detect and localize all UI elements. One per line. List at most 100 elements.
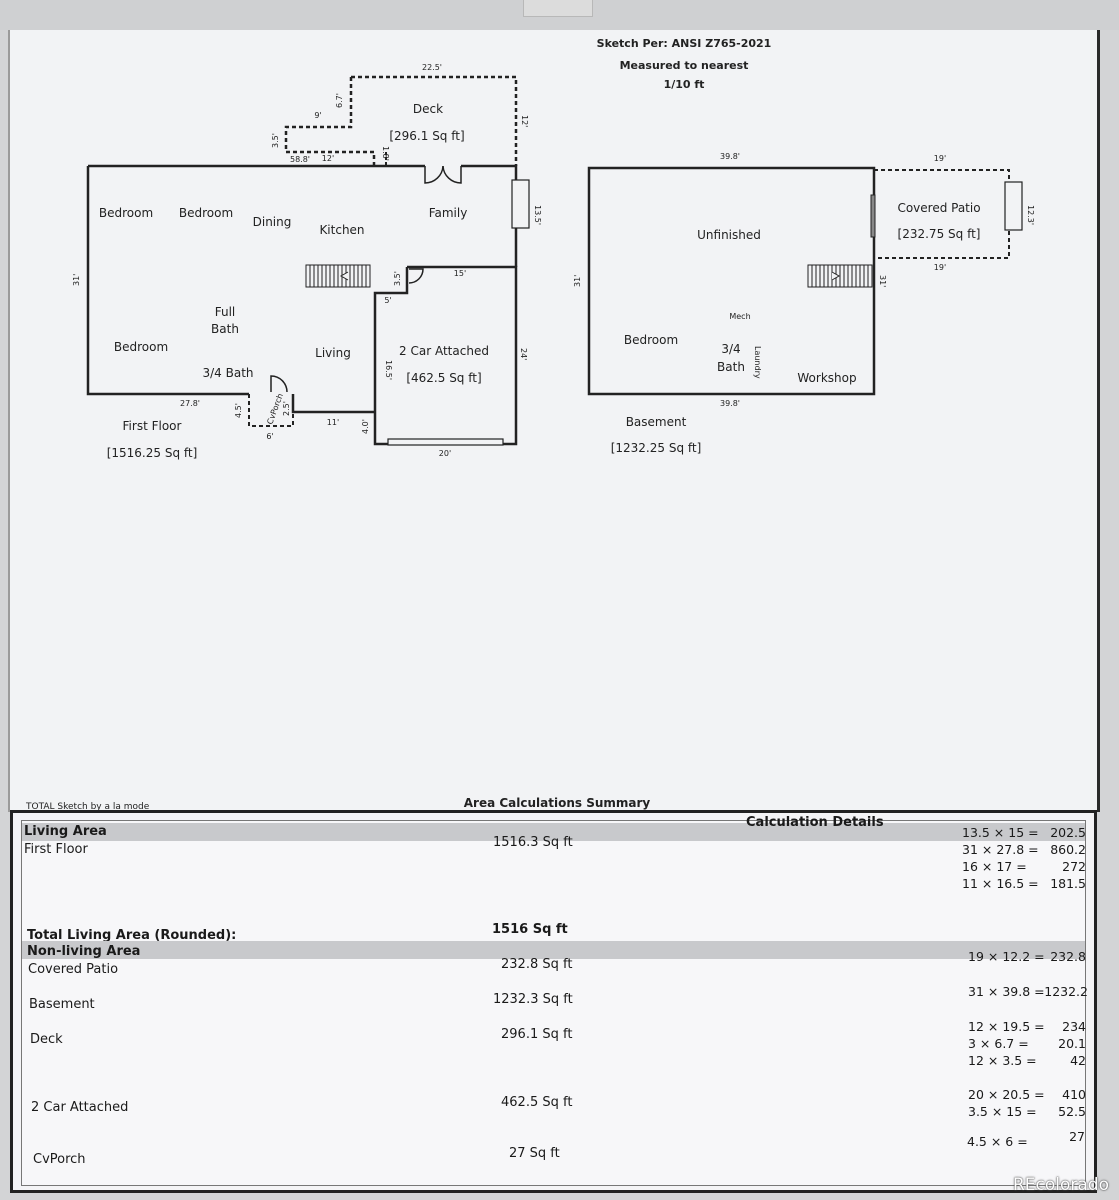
calc-row: 12 × 3.5 = 42 <box>968 1053 1086 1069</box>
dim-19-top: 19' <box>934 154 946 163</box>
dim-4-5: 4.5' <box>234 403 243 418</box>
calc-result: 20.1 <box>1058 1036 1086 1051</box>
calc-row: 3.5 × 15 = 52.5 <box>968 1104 1086 1120</box>
dim-12-3: 12.3' <box>1026 205 1035 225</box>
garage-door <box>387 438 504 446</box>
nonliving-area-band <box>22 941 1085 959</box>
calc-row: 20 × 20.5 = 410 <box>968 1087 1086 1103</box>
calc-result: 42 <box>1070 1053 1086 1068</box>
dim-13-5: 13.5' <box>533 205 542 225</box>
total-living-value: 1516 Sq ft <box>492 922 568 937</box>
fireplace <box>511 179 530 229</box>
calc-result: 234 <box>1062 1019 1086 1034</box>
nonliving-value-garage: 462.5 Sq ft <box>501 1095 573 1110</box>
nonliving-label-covered-patio: Covered Patio <box>28 962 119 977</box>
area-calculations-summary: Living Area Calculation Details First Fl… <box>10 810 1097 1193</box>
room-bedroom-a: Bedroom <box>99 206 153 220</box>
dim-4-0: 4.0' <box>361 419 370 434</box>
deck-outline-west <box>284 77 376 166</box>
dim-24: 24' <box>519 348 528 360</box>
calc-expr: 3.5 × 15 = <box>968 1104 1037 1119</box>
calc-result: 27 <box>1069 1129 1085 1144</box>
calc-row: 31 × 39.8 = 1232.2 <box>968 984 1088 1000</box>
dim-6-7: 6.7' <box>335 93 344 108</box>
dim-15: 15' <box>454 269 466 278</box>
header-line-1: Sketch Per: ANSI Z765-2021 <box>597 37 772 50</box>
calc-row: 16 × 17 = 272 <box>962 859 1086 875</box>
room-basement-bath-line1: 3/4 <box>721 342 740 356</box>
basement-area: [1232.25 Sq ft] <box>611 441 702 455</box>
first-floor-value: 1516.3 Sq ft <box>493 835 573 850</box>
room-family: Family <box>429 206 468 220</box>
nonliving-value-covered-patio: 232.8 Sq ft <box>501 957 573 972</box>
room-laundry: Laundry <box>753 346 762 379</box>
first-floor-area: [1516.25 Sq ft] <box>107 446 198 460</box>
porch-door-swing <box>270 375 288 393</box>
room-unfinished: Unfinished <box>697 228 761 242</box>
first-floor-name: First Floor <box>123 419 182 433</box>
calc-result: 52.5 <box>1058 1104 1086 1119</box>
calc-expr: 12 × 3.5 = <box>968 1053 1037 1068</box>
room-full-bath-line2: Bath <box>211 322 239 336</box>
calc-row: 13.5 × 15 = 202.5 <box>962 825 1086 841</box>
deck-outline <box>351 75 518 166</box>
nonliving-value-deck: 296.1 Sq ft <box>501 1027 573 1042</box>
nonliving-label-cvporch: CvPorch <box>33 1152 86 1167</box>
calc-expr: 16 × 17 = <box>962 859 1027 874</box>
calc-result: 272 <box>1062 859 1086 874</box>
door-swing-left <box>424 165 444 184</box>
calc-result: 202.5 <box>1050 825 1086 840</box>
patio-area: [232.75 Sq ft] <box>898 227 981 241</box>
garage-area: [462.5 Sq ft] <box>406 371 481 385</box>
top-tab <box>523 0 593 17</box>
room-basement-bedroom: Bedroom <box>624 333 678 347</box>
calc-result: 181.5 <box>1050 876 1086 891</box>
house-wall-west-south <box>86 166 249 396</box>
living-area-header: Living Area <box>24 824 107 839</box>
room-basement-bath-line2: Bath <box>717 360 745 374</box>
patio-door <box>1004 181 1023 231</box>
nonliving-label-garage: 2 Car Attached <box>31 1100 129 1115</box>
calc-row: 3 × 6.7 = 20.1 <box>968 1036 1086 1052</box>
header-line-2: Measured to nearest <box>620 59 749 72</box>
basement-plan <box>587 166 1023 396</box>
calc-row: 19 × 12.2 = 232.8 <box>968 949 1086 965</box>
calc-row: 4.5 × 6 = 27 <box>967 1129 1085 1150</box>
house-wall-porch <box>291 394 375 414</box>
dim-19-bottom: 19' <box>934 263 946 272</box>
dim-20: 20' <box>439 449 451 458</box>
calc-result: 1232.2 <box>1044 984 1088 999</box>
dim-1-8: 1.8' <box>381 146 390 161</box>
calc-expr: 31 × 27.8 = <box>962 842 1039 857</box>
recolorado-watermark: REcolorado <box>1012 1175 1109 1195</box>
header-line-3: 1/10 ft <box>664 78 705 91</box>
nonliving-label-basement: Basement <box>29 997 95 1012</box>
house-wall-north-b <box>461 164 518 267</box>
room-living: Living <box>315 346 351 360</box>
room-bedroom-c: Bedroom <box>114 340 168 354</box>
room-kitchen: Kitchen <box>319 223 364 237</box>
sketch-paper <box>8 30 1097 812</box>
room-bedroom-b: Bedroom <box>179 206 233 220</box>
total-living-label: Total Living Area (Rounded): <box>27 928 237 943</box>
dim-9: 9' <box>314 111 321 120</box>
room-mech: Mech <box>729 312 750 321</box>
deck-area: [296.1 Sq ft] <box>389 129 464 143</box>
basement-stairs <box>807 264 873 288</box>
calc-row: 31 × 27.8 = 860.2 <box>962 842 1086 858</box>
floor-plan-sketch: Sketch Per: ANSI Z765-2021 Measured to n… <box>25 37 1035 812</box>
room-three-quarter-bath: 3/4 Bath <box>202 366 253 380</box>
dim-27-8: 27.8' <box>180 399 200 408</box>
calc-expr: 12 × 19.5 = <box>968 1019 1045 1034</box>
room-full-bath-line1: Full <box>215 305 236 319</box>
dim-31-left: 31' <box>573 275 582 287</box>
dim-16-5: 16.5' <box>384 360 393 380</box>
garage-walls <box>373 265 518 446</box>
sketch-software-credit: TOTAL Sketch by a la mode <box>25 802 150 812</box>
calc-expr: 3 × 6.7 = <box>968 1036 1029 1051</box>
paper-left-edge <box>8 30 10 812</box>
summary-table: Living Area Calculation Details First Fl… <box>21 815 1088 1186</box>
basement-walls <box>587 166 876 396</box>
calc-row: 11 × 16.5 = 181.5 <box>962 876 1086 892</box>
dim-11: 11' <box>327 418 339 427</box>
